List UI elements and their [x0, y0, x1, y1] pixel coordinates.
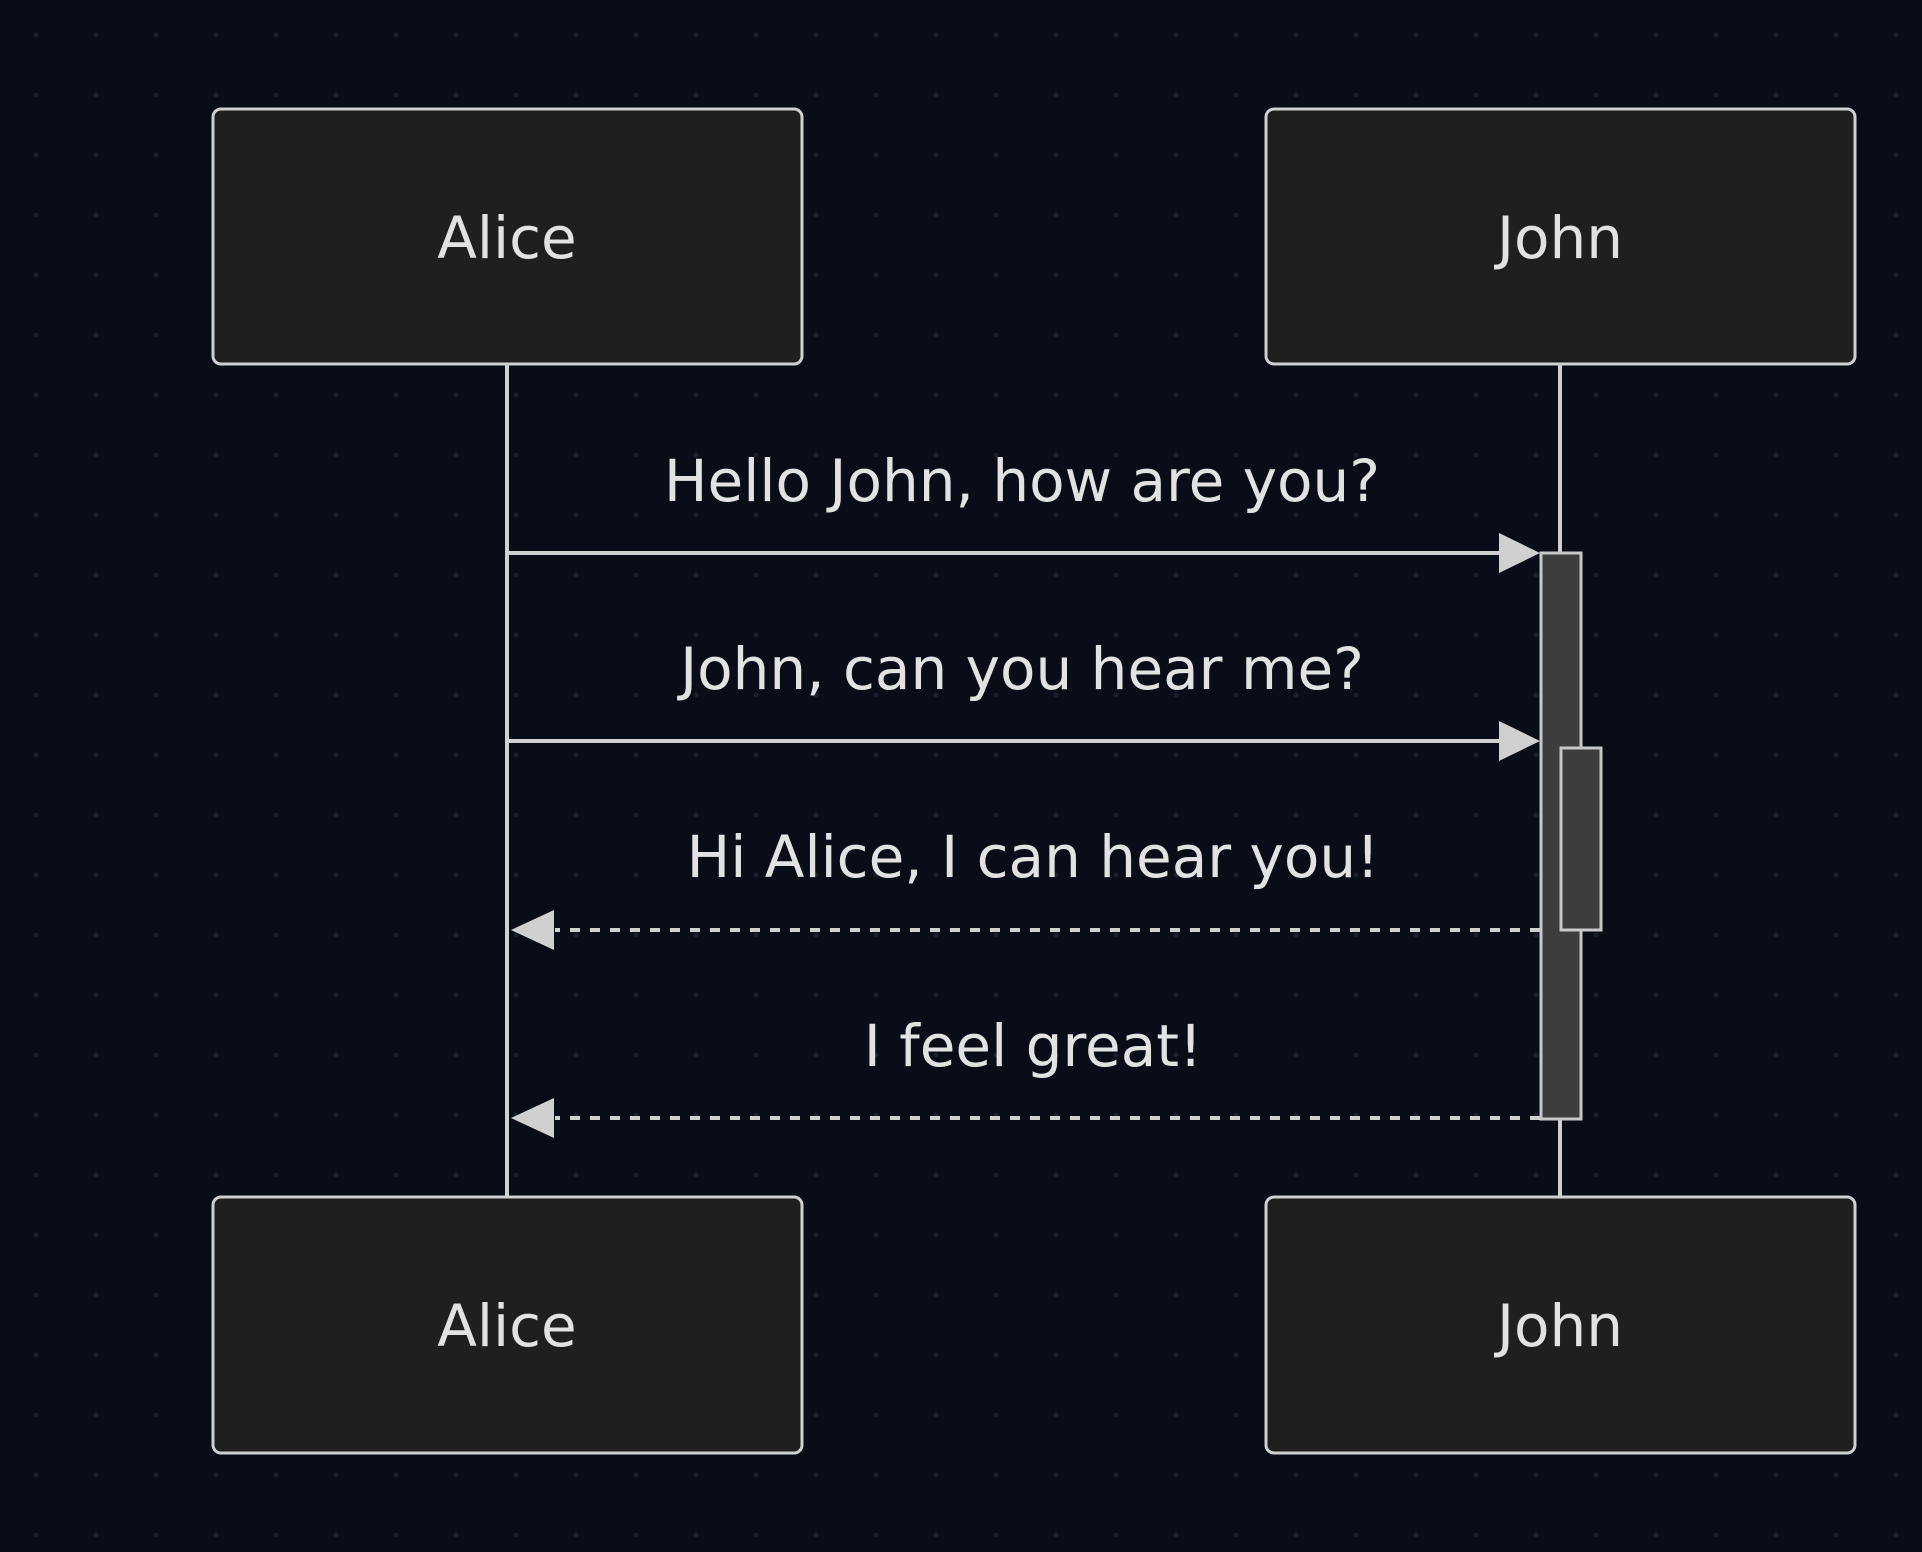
message-label-3: Hi Alice, I can hear you!: [687, 823, 1380, 891]
actor-john-top[interactable]: John: [1264, 107, 1857, 366]
actor-box: [1264, 1195, 1857, 1455]
message-label-1: Hello John, how are you?: [664, 447, 1380, 515]
actor-label: Alice: [437, 1292, 576, 1360]
arrowhead-right-2: [1499, 721, 1540, 761]
actor-alice-top[interactable]: Alice: [211, 107, 804, 366]
arrowhead-left-4: [511, 1098, 554, 1138]
message-label-4: I feel great!: [864, 1012, 1202, 1080]
actor-label: John: [1494, 204, 1623, 272]
message-label-2: John, can you hear me?: [677, 635, 1364, 703]
actor-label: John: [1494, 1292, 1623, 1360]
activation-bar-john-inner: [1559, 746, 1603, 932]
actor-box: [211, 1195, 804, 1455]
arrowhead-right-1: [1499, 533, 1540, 573]
actor-alice-bottom[interactable]: Alice: [211, 1195, 804, 1455]
actor-box: [1264, 107, 1857, 366]
actor-box: [211, 107, 804, 366]
arrowhead-left-3: [511, 910, 554, 950]
actor-john-bottom[interactable]: John: [1264, 1195, 1857, 1455]
actor-label: Alice: [437, 204, 576, 272]
